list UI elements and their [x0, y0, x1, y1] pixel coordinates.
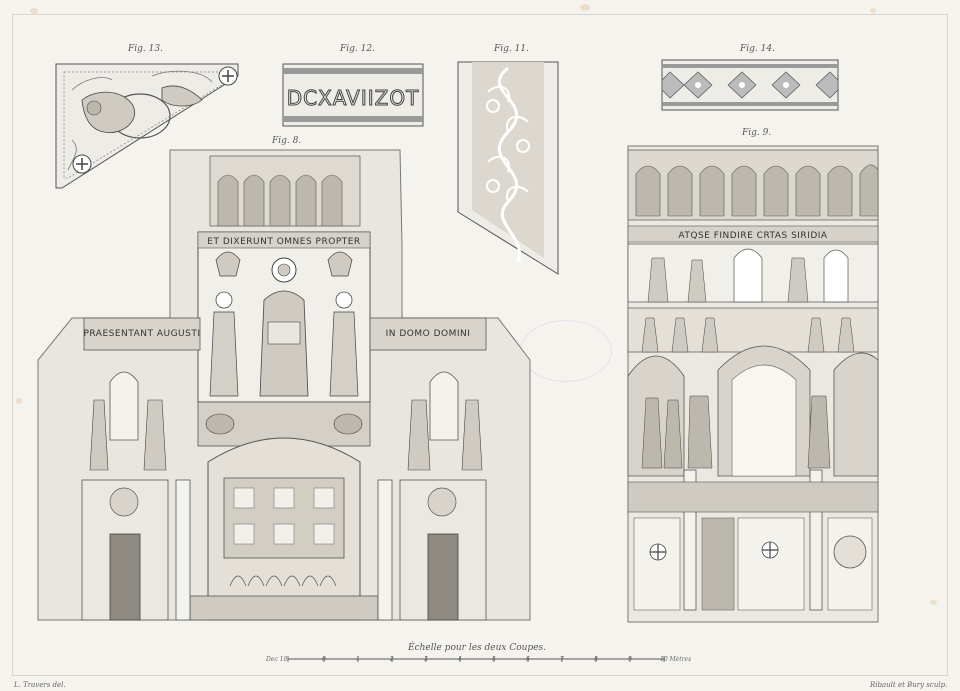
scale-bar [287, 656, 665, 662]
scale-title: Échelle pour les deux Coupes. [408, 643, 546, 653]
fig9-lateral-section: ATQSE FINDIRE CRTAS SIRIDIA [627, 145, 879, 623]
scale-tick-label: 1 [356, 656, 360, 663]
fig12-text: DCXAVIIZOT [287, 86, 420, 110]
foxing-spot [580, 4, 590, 11]
fig8-label: Fig. 8. [272, 136, 302, 146]
fig14-geometric-band [661, 59, 839, 111]
fig9-label: Fig. 9. [742, 128, 772, 138]
fig13-lion-mosaic [55, 63, 239, 189]
library-stamp [520, 320, 612, 382]
right-section-inscription: ATQSE FINDIRE CRTAS SIRIDIA [678, 231, 828, 241]
plate-border [12, 14, 948, 676]
foxing-spot [30, 8, 38, 14]
foxing-spot [930, 600, 937, 605]
scale-tick-label: 10 Mètres [660, 656, 692, 663]
right-banner-inscription: IN DOMO DOMINI [386, 329, 471, 339]
scale-tick-label: Dec 10 [266, 656, 288, 663]
scale-tick-label: 8 [594, 656, 598, 663]
fig11-label: Fig. 11. [494, 44, 529, 54]
scale-tick-label: 3 [424, 656, 428, 663]
scale-tick-label: 0 [322, 656, 326, 663]
foxing-spot [16, 398, 22, 404]
scale-tick-label: 7 [560, 656, 564, 663]
fig14-label: Fig. 14. [740, 44, 775, 54]
scale-tick-label: 9 [628, 656, 632, 663]
fig12-inscription-band: DCXAVIIZOT [282, 63, 424, 127]
left-banner-inscription: PRAESENTANT AUGUSTI [83, 329, 200, 339]
fig13-label: Fig. 13. [128, 44, 163, 54]
fig11-vine-band [457, 61, 559, 275]
scale-tick-label: 4 [458, 656, 462, 663]
scale-tick-label: 6 [526, 656, 530, 663]
credit-delineator: L. Travers del. [14, 681, 66, 689]
scale-tick-label: 5 [492, 656, 496, 663]
fig12-label: Fig. 12. [340, 44, 375, 54]
credit-engraver: Ribault et Bury sculp. [870, 681, 948, 689]
foxing-spot [870, 8, 876, 13]
fig8-apse-elevation: ET DIXERUNT OMNES PROPTER PRAESENTANT AU… [37, 149, 531, 621]
scale-tick-label: 2 [390, 656, 394, 663]
apse-top-inscription: ET DIXERUNT OMNES PROPTER [207, 237, 360, 247]
